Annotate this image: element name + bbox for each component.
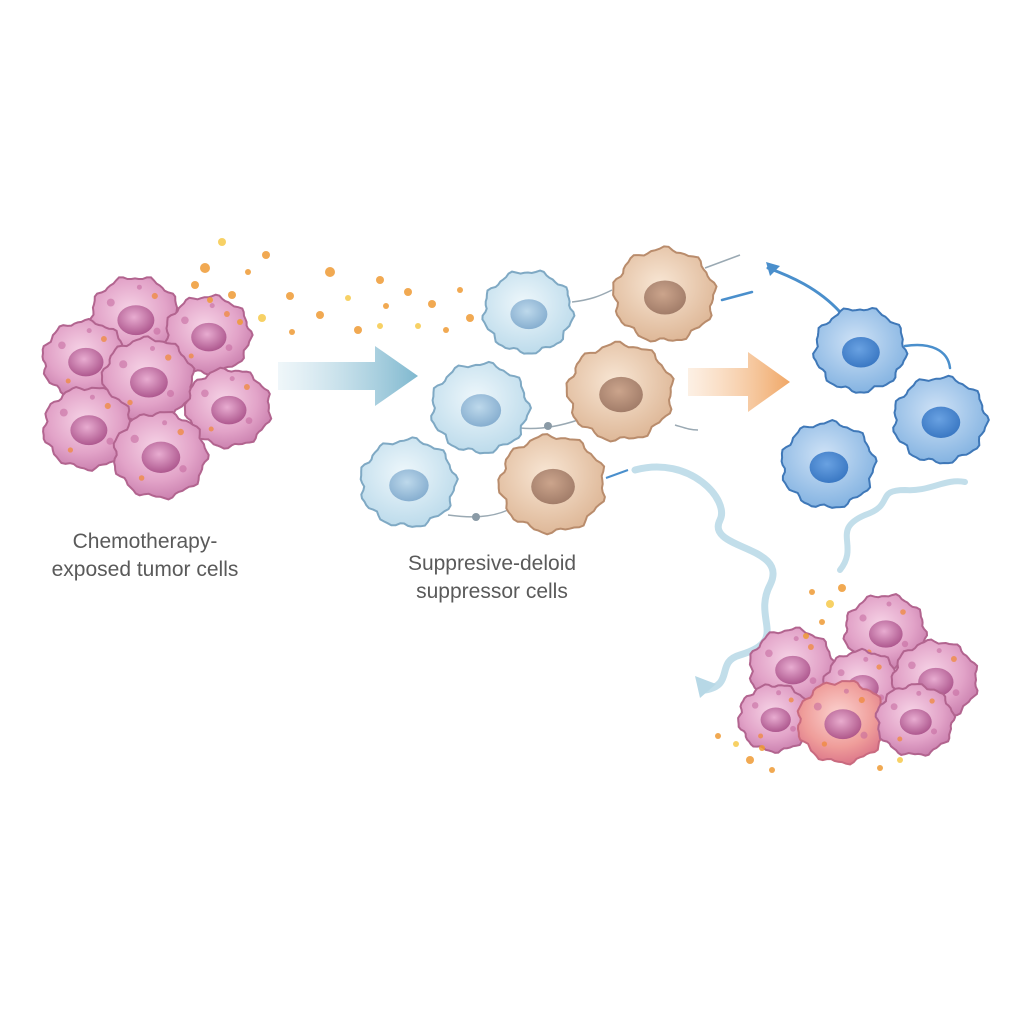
connector-node-1 [544, 422, 552, 430]
particle-dot [877, 765, 883, 771]
particle-dot [803, 633, 809, 639]
particle-dot [376, 276, 384, 284]
particle-dot [404, 288, 412, 296]
connector-line-3 [571, 289, 613, 303]
particle-dot [354, 326, 362, 334]
particle-dot [838, 584, 846, 592]
particle-dot [809, 589, 815, 595]
particle-dot [715, 733, 721, 739]
particle-dot [228, 291, 236, 299]
recurrent-tumor-cell-5 [737, 683, 814, 754]
arrow-to-effector-cells [688, 352, 790, 412]
particle-dot [377, 323, 383, 329]
particle-dot [200, 263, 210, 273]
tumor-cells-label: Chemotherapy- exposed tumor cells [30, 528, 260, 584]
particle-dot [443, 327, 449, 333]
particle-dot [826, 600, 834, 608]
particle-dot [237, 319, 243, 325]
particle-dot [733, 741, 739, 747]
particle-dot [289, 329, 295, 335]
particle-dot [325, 267, 335, 277]
wavy-trail-right [837, 478, 968, 573]
connector-line-6 [605, 469, 629, 479]
particle-dot [415, 323, 421, 329]
particle-dot [457, 287, 463, 293]
wavy-trail-left-head [695, 676, 716, 698]
recurrent-tumor-cell-7 [874, 682, 957, 757]
suppressor-cells-label: Suppresive-deloid suppressor cells [372, 550, 612, 606]
particle-dot [262, 251, 270, 259]
particle-dot [345, 295, 351, 301]
suppressor-cells-label-line2: suppressor cells [416, 580, 568, 603]
suppressor-cell-3 [359, 436, 459, 528]
particle-dot [207, 297, 213, 303]
tumor-cell-5 [183, 366, 273, 450]
cells-layer [41, 245, 990, 766]
wavy-trail-left [631, 463, 777, 694]
curved-arrow-right [903, 343, 952, 370]
particle-dot [746, 756, 754, 764]
suppressor-cell-4 [612, 245, 718, 343]
curved-arrow-top-head [766, 262, 780, 276]
arrow-to-suppressor-cells [278, 346, 418, 406]
suppressor-cells-label-line1: Suppresive-deloid [407, 552, 577, 575]
effector-cell-2 [892, 374, 990, 465]
tumor-cells-label-line1: Chemotherapy- [72, 530, 218, 553]
connector-node-2 [472, 513, 480, 521]
particle-dot [759, 745, 765, 751]
particle-dot [819, 619, 825, 625]
particle-dot [897, 757, 903, 763]
connector-line-4 [674, 424, 699, 431]
tumor-cells-label-line2: exposed tumor cells [51, 558, 239, 581]
particle-dot [245, 269, 251, 275]
curved-arrow-top [766, 266, 842, 314]
particle-dot [383, 303, 389, 309]
particle-dot [286, 292, 294, 300]
particle-dot [428, 300, 436, 308]
effector-cell-3 [780, 419, 878, 509]
particle-dot [466, 314, 474, 322]
suppressor-cell-5 [565, 340, 675, 443]
suppressor-cell-1 [481, 269, 576, 355]
suppressor-cell-2 [430, 360, 532, 455]
particle-dot [191, 281, 199, 289]
particles-layer [191, 238, 903, 773]
connector-line-5 [704, 254, 741, 269]
particle-dot [258, 314, 266, 322]
recurrent-tumor-cell-6 [796, 679, 890, 766]
particle-dot [316, 311, 324, 319]
tumor-cell-7 [112, 410, 210, 501]
tumor-cell-6 [42, 386, 136, 472]
tumor-cell-2 [164, 293, 254, 376]
particle-dot [769, 767, 775, 773]
effector-cell-1 [812, 306, 909, 394]
suppressor-cell-6 [497, 433, 606, 536]
particle-dot [218, 238, 226, 246]
short-stroke-left [720, 290, 754, 302]
